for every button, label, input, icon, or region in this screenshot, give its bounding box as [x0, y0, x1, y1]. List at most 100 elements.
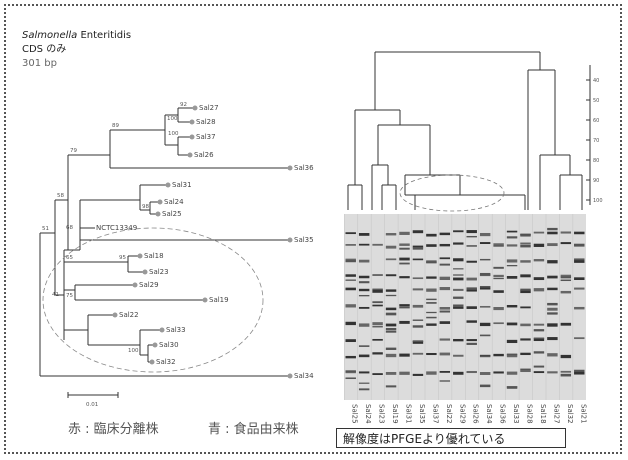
gel-band — [426, 302, 436, 304]
gel-band — [372, 352, 382, 354]
gel-band — [467, 230, 477, 233]
gel-band — [440, 244, 450, 246]
lane-separator — [546, 214, 547, 400]
gel-band — [359, 281, 369, 283]
bootstrap-value: 51 — [42, 226, 49, 232]
gel-band — [453, 297, 463, 299]
bootstrap-value: 100 — [167, 116, 178, 122]
gel-band — [547, 304, 557, 306]
bootstrap-value: 79 — [70, 148, 77, 154]
gel-band — [561, 323, 571, 326]
gel-band — [547, 260, 557, 263]
gel-band — [413, 247, 423, 250]
gel-band — [359, 244, 369, 246]
gel-band — [346, 377, 356, 379]
leaf-label: Sal25 — [162, 210, 182, 218]
gel-band — [399, 243, 409, 245]
gel-band — [561, 276, 571, 278]
gel-band — [493, 243, 503, 245]
gel-band — [426, 234, 436, 237]
gel-band — [413, 305, 423, 308]
gel-band — [507, 354, 517, 356]
gel-band — [534, 371, 544, 373]
bootstrap-value: 100 — [128, 348, 139, 354]
gel-band — [386, 331, 396, 333]
gel-band — [520, 338, 530, 340]
gel-band — [574, 337, 584, 339]
leaf-label: Sal30 — [159, 341, 179, 349]
gel-band — [346, 274, 356, 276]
gel-band — [467, 278, 477, 281]
gel-band — [359, 276, 369, 278]
gel-band — [507, 236, 517, 238]
gel-band — [386, 308, 396, 311]
gel-band — [440, 338, 450, 340]
gel-band — [520, 243, 530, 245]
gel-band — [386, 313, 396, 316]
lane-separator — [532, 214, 533, 400]
gel-band — [453, 268, 463, 269]
gel-band — [426, 289, 436, 292]
gel-band — [426, 353, 436, 355]
legend-clinical-isolates: 赤 : 臨床分離株 — [68, 418, 159, 437]
gel-band — [507, 231, 517, 233]
gel-band — [534, 329, 544, 331]
lane-separator — [452, 214, 453, 400]
gel-band — [440, 287, 450, 290]
gel-band — [480, 287, 490, 289]
gel-band — [346, 260, 356, 262]
gel-band — [467, 339, 477, 341]
gel-band — [399, 258, 409, 261]
gel-band — [399, 321, 409, 324]
gel-band — [547, 243, 557, 246]
gel-band — [547, 353, 557, 356]
gel-band — [574, 372, 584, 375]
gel-band — [346, 370, 356, 372]
gel-band — [453, 289, 463, 291]
gel-band — [574, 370, 584, 372]
gel-band — [386, 348, 396, 350]
gel-band — [467, 245, 477, 247]
gel-band — [534, 244, 544, 247]
gel-band — [534, 338, 544, 339]
gel-band — [534, 366, 544, 368]
gel-band — [386, 258, 396, 260]
gel-band — [480, 306, 490, 308]
leaf-label: Sal27 — [199, 104, 219, 112]
leaf-label: Sal37 — [196, 133, 216, 141]
gel-band — [467, 320, 477, 322]
leaf-label: Sal31 — [172, 181, 192, 189]
gel-band — [372, 326, 382, 327]
gel-band — [413, 259, 423, 261]
gel-band — [480, 242, 490, 244]
gel-band — [547, 312, 557, 314]
gel-band — [493, 278, 503, 279]
gel-band — [440, 380, 450, 381]
tree-scale-label: 0.01 — [86, 402, 98, 408]
gel-band — [574, 288, 584, 290]
gel-band — [507, 244, 517, 246]
gel-band — [534, 324, 544, 326]
bootstrap-value: 75 — [66, 293, 73, 299]
gel-band — [534, 351, 544, 353]
gel-band — [372, 301, 382, 303]
gel-band — [413, 374, 423, 376]
leaf-label: Sal23 — [149, 268, 169, 276]
gel-band — [386, 246, 396, 249]
lane-separator — [438, 214, 439, 400]
gel-band — [399, 372, 409, 375]
leaf-label: Sal34 — [294, 372, 314, 380]
lane-separator — [398, 214, 399, 400]
gel-band — [453, 339, 463, 341]
gel-band — [453, 258, 463, 261]
gel-band — [493, 371, 503, 373]
gel-band — [413, 230, 423, 233]
gel-band — [561, 242, 571, 244]
gel-band — [440, 371, 450, 373]
gel-band — [574, 258, 584, 260]
gel-band — [467, 371, 477, 373]
bootstrap-value: 92 — [180, 102, 187, 108]
gel-band — [507, 265, 517, 266]
gel-band — [399, 354, 409, 357]
gel-band — [426, 276, 436, 278]
